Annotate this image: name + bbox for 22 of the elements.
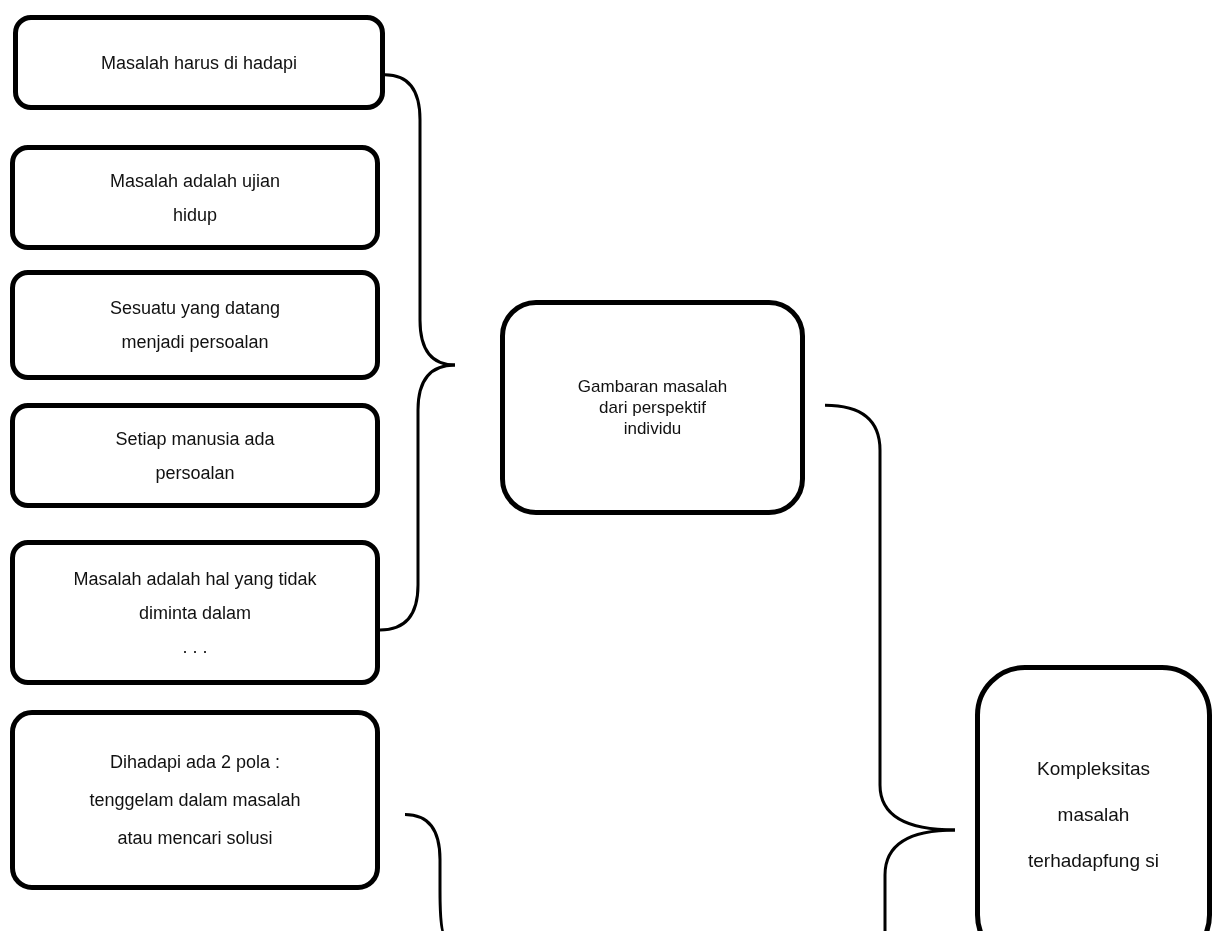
rounded-box [10,710,380,890]
box-text: Sesuatu yang datang menjadi persoalan [108,297,282,354]
rounded-box [500,300,805,515]
rounded-box [10,540,380,685]
rounded-box [975,665,1212,931]
box-text: Setiap manusia ada persoalan [114,427,276,485]
box-text: Gambaran masalah dari perspektif individu [576,376,729,439]
brace-connector [379,363,456,632]
rounded-box [10,145,380,250]
box-text: Masalah adalah ujian hidup [108,169,282,227]
rounded-box [10,270,380,380]
brace-connector [384,73,456,367]
box-text: Masalah harus di hadapi [100,51,298,75]
brace-connector [404,812,447,931]
rounded-box [10,403,380,508]
box-text: Kompleksitas masalah terhadapfung si [1027,757,1160,873]
brace-connector [824,403,956,832]
box-text: Masalah adalah hal yang tidak diminta dalam [72,567,318,625]
box-text: . . . [182,635,208,659]
box-text: Dihadapi ada 2 pola : tenggelam dalam masalah atau mencari solusi [88,751,302,850]
rounded-box [13,15,385,110]
brace-connector [883,828,956,931]
